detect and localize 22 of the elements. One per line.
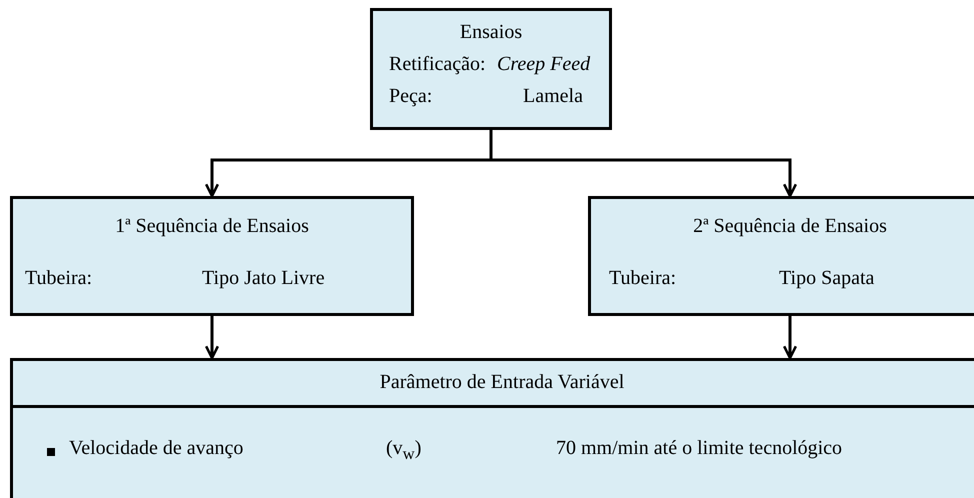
process-box [10, 196, 414, 316]
box-title: Parâmetro de Entrada Variável [380, 371, 624, 394]
parameter-range: 70 mm/min até o limite tecnológico [556, 437, 842, 460]
arrow [204, 316, 220, 360]
process-box [370, 8, 612, 130]
box-title: Ensaios [460, 21, 522, 44]
process-box [588, 196, 974, 316]
field-value: Tipo Sapata [779, 267, 874, 290]
field-label: Retificação: [389, 53, 486, 76]
field-value: Tipo Jato Livre [202, 267, 325, 290]
field-value: Creep Feed [497, 53, 590, 76]
field-label: Tubeira: [609, 267, 676, 290]
field-label: Peça: [389, 85, 432, 108]
field-value: Lamela [523, 85, 583, 108]
process-box [10, 358, 974, 498]
field-label: Tubeira: [25, 267, 92, 290]
arrow [490, 130, 798, 198]
parameter-symbol: (v$_{w}$) [386, 437, 422, 464]
box-title: 1ª Sequência de Ensaios [115, 215, 309, 238]
box-title: 2ª Sequência de Ensaios [693, 215, 887, 238]
parameter-name: Velocidade de avanço [69, 437, 244, 460]
arrow [782, 316, 798, 360]
